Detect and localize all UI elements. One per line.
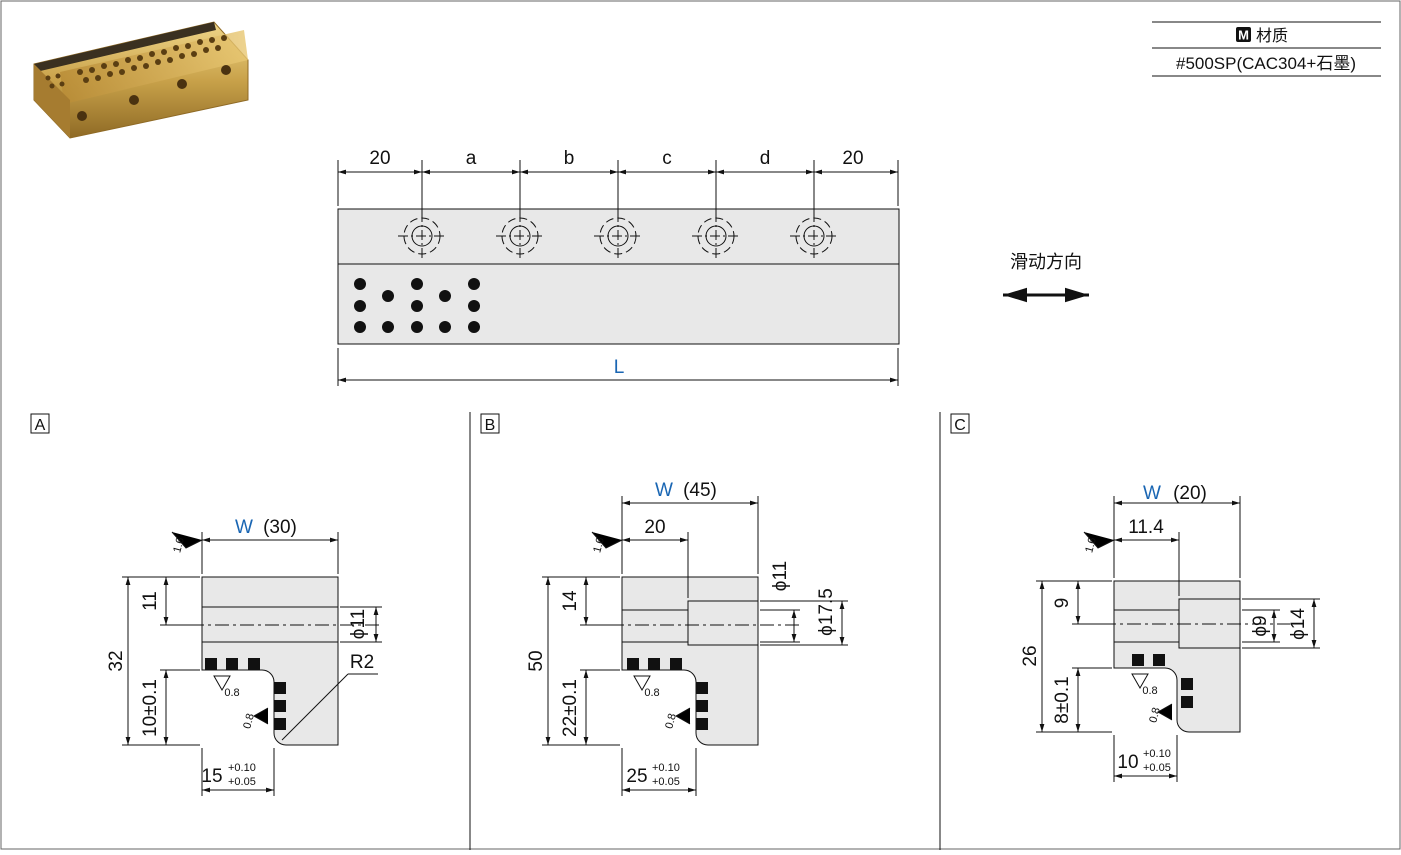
svg-text:32: 32 (106, 650, 127, 671)
top-view-holes (398, 212, 838, 260)
material-badge (1236, 27, 1251, 42)
mount-hole-3 (594, 212, 642, 260)
top-view (337, 160, 900, 386)
length-label: L (614, 357, 625, 378)
section-c: C (950, 413, 1320, 782)
svg-text:50: 50 (526, 650, 547, 671)
svg-text:15: 15 (201, 766, 222, 787)
svg-text:10: 10 (1117, 752, 1138, 773)
svg-text:+0.05: +0.05 (652, 776, 680, 788)
svg-text:+0.10: +0.10 (652, 762, 680, 774)
svg-text:1.6: 1.6 (171, 536, 187, 554)
svg-text:25: 25 (626, 766, 647, 787)
svg-text:0.8: 0.8 (663, 712, 679, 730)
svg-text:20: 20 (369, 148, 390, 169)
material-title: 材质 (1256, 27, 1288, 45)
svg-text:20: 20 (644, 517, 665, 538)
svg-text:a: a (466, 148, 477, 169)
section-a: A (30, 413, 382, 796)
mount-hole-1 (398, 212, 446, 260)
svg-text:0.8: 0.8 (1142, 685, 1157, 697)
section-a-tag: A (35, 417, 46, 434)
svg-text:c: c (662, 148, 672, 169)
svg-text:d: d (760, 148, 771, 169)
mount-hole-2 (496, 212, 544, 260)
svg-text:1.6: 1.6 (591, 536, 607, 554)
material-value: #500SP(CAC304+石墨) (1176, 54, 1356, 73)
svg-text:26: 26 (1020, 645, 1041, 666)
svg-text:+0.05: +0.05 (228, 776, 256, 788)
mount-hole-5 (790, 212, 838, 260)
svg-text:ϕ11: ϕ11 (770, 561, 791, 591)
svg-text:9: 9 (1052, 598, 1073, 609)
svg-text:22±0.1: 22±0.1 (560, 679, 581, 737)
svg-text:W: W (655, 480, 673, 501)
section-b-tag: B (485, 417, 496, 434)
svg-text:0.8: 0.8 (241, 712, 257, 730)
svg-text:1.6: 1.6 (1083, 536, 1099, 554)
svg-text:R2: R2 (350, 652, 374, 673)
svg-text:W: W (235, 517, 253, 538)
section-b: B (480, 413, 848, 796)
material-badge-letter: M (1238, 28, 1249, 43)
svg-text:20: 20 (842, 148, 863, 169)
svg-text:11: 11 (140, 591, 161, 611)
mount-hole-4 (692, 212, 740, 260)
product-photo (33, 21, 249, 139)
section-c-tag: C (954, 417, 966, 434)
svg-text:(20): (20) (1173, 483, 1207, 504)
svg-text:ϕ11: ϕ11 (348, 609, 369, 639)
svg-text:(45): (45) (683, 480, 717, 501)
svg-text:8±0.1: 8±0.1 (1052, 676, 1073, 723)
svg-text:14: 14 (560, 590, 581, 612)
material-table: M 材质 #500SP(CAC304+石墨) (1152, 21, 1381, 77)
svg-text:ϕ9: ϕ9 (1250, 615, 1271, 636)
sliding-direction: 滑动方向 (1003, 252, 1089, 303)
svg-text:W: W (1143, 483, 1161, 504)
svg-text:+0.10: +0.10 (228, 762, 256, 774)
graphite-plugs (354, 278, 480, 333)
svg-text:0.8: 0.8 (224, 687, 239, 699)
svg-text:11.4: 11.4 (1128, 517, 1164, 538)
svg-text:b: b (564, 148, 575, 169)
svg-text:ϕ14: ϕ14 (1288, 608, 1309, 640)
top-dim-labels: 20 a b c d 20 L (369, 148, 863, 378)
svg-text:+0.10: +0.10 (1143, 748, 1171, 760)
svg-text:+0.05: +0.05 (1143, 762, 1171, 774)
svg-text:10±0.1: 10±0.1 (140, 679, 161, 737)
svg-text:0.8: 0.8 (644, 687, 659, 699)
svg-text:0.8: 0.8 (1147, 706, 1163, 724)
svg-text:ϕ17.5: ϕ17.5 (816, 588, 837, 636)
svg-text:(30): (30) (263, 517, 297, 538)
direction-label: 滑动方向 (1010, 252, 1082, 272)
